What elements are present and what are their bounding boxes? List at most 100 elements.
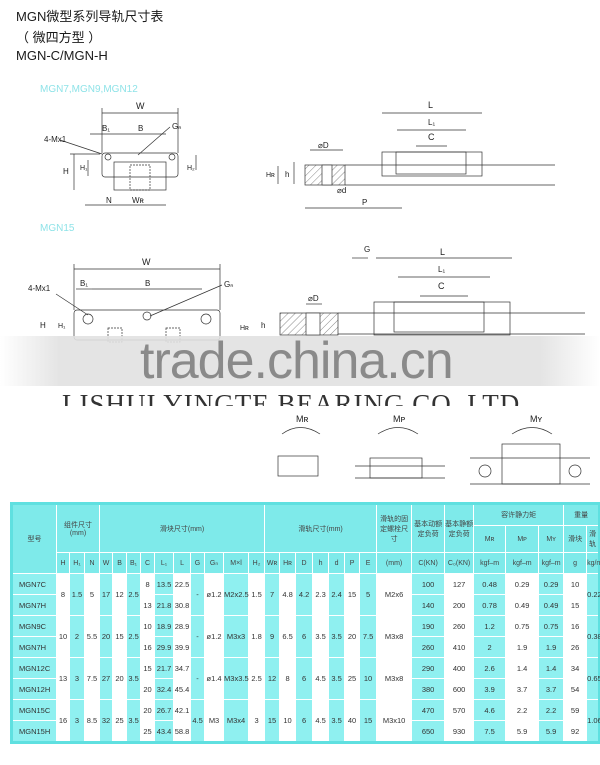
column-header: h	[312, 552, 330, 574]
label-C-large: C	[438, 281, 445, 291]
cell-Cd: 650	[411, 720, 446, 743]
cell-L: 45.4	[173, 678, 192, 700]
cell-bolt: M3x8	[376, 657, 413, 700]
model-cell: MGN15C	[11, 699, 57, 721]
cell-Gn: ø1.2	[204, 573, 225, 616]
cell-L: 22.5	[173, 573, 192, 595]
label-d: ⌀d	[337, 186, 346, 195]
cell-Cd: 100	[411, 573, 446, 595]
cell-L1: 26.7	[154, 699, 175, 721]
cell-C: 16	[140, 636, 156, 658]
label-B: B	[138, 124, 143, 133]
spec-table: 型号组件尺寸 (mm)滑块尺寸(mm)滑轨尺寸(mm)滑轨的固定螺栓尺寸基本动额…	[10, 502, 600, 744]
cell-rail-weight: 0.22	[586, 573, 600, 616]
cell-MY: 0.49	[538, 594, 565, 616]
cell-P: 20	[344, 615, 361, 658]
header-moment-1: Mᴘ	[505, 525, 540, 553]
label-H1-large: H₁	[58, 323, 66, 330]
cell-B: 25	[112, 699, 128, 743]
column-header: C(KN)	[411, 552, 446, 574]
cell-g: 16	[563, 615, 588, 637]
cell-H: 8	[56, 573, 70, 616]
cell-MY: 3.7	[538, 678, 565, 700]
cell-G: -	[190, 615, 206, 658]
cell-H2: 2.5	[248, 657, 266, 700]
cell-L: 39.9	[173, 636, 192, 658]
cell-MY: 0.75	[538, 615, 565, 637]
cell-W: 20	[99, 615, 114, 658]
title-line-1: MGN微型系列导轨尺寸表	[16, 9, 164, 24]
cell-C0: 410	[444, 636, 475, 658]
cell-C: 15	[140, 657, 156, 679]
cell-B: 20	[112, 657, 128, 700]
label-HR-large: Hʀ	[240, 325, 249, 332]
cell-Cd: 190	[411, 615, 446, 637]
cell-D: 6	[295, 615, 314, 658]
column-header: Wʀ	[264, 552, 281, 574]
cell-Cd: 470	[411, 699, 446, 721]
cell-MP: 5.9	[505, 720, 540, 743]
label-L-large: L	[440, 247, 445, 257]
dimension-drawings: W B₁ B Gₙ 4-Mx1 H H₁ H₂ N Wʀ L L₁ C ⌀D ⌀…	[28, 100, 590, 485]
cell-g: 54	[563, 678, 588, 700]
cell-H1: 2	[69, 615, 85, 658]
cell-H: 16	[56, 699, 70, 743]
label-H-large: H	[40, 321, 46, 330]
cell-MP: 1.9	[505, 636, 540, 658]
column-header: P	[344, 552, 361, 574]
side-view-small: L L₁ C ⌀D ⌀d h Hʀ P	[266, 100, 555, 209]
cell-E: 15	[359, 699, 378, 743]
cell-h: 4.5	[312, 699, 330, 743]
front-view-large: W B₁ B Gₙ 4-Mx1 H H₁	[28, 257, 233, 343]
cell-rail-weight: 1.06	[586, 699, 600, 743]
label-D: ⌀D	[318, 141, 329, 150]
cell-WR: 7	[264, 573, 281, 616]
cell-L: 42.1	[173, 699, 192, 721]
cell-g: 34	[563, 657, 588, 679]
cell-W: 32	[99, 699, 114, 743]
cell-HR: 6.5	[279, 615, 297, 658]
label-P: P	[362, 198, 367, 207]
cell-D: 4.2	[295, 573, 314, 616]
label-L1: L₁	[428, 118, 435, 127]
cell-Mxl: M3x3.5	[223, 657, 250, 700]
cell-MP: 0.29	[505, 573, 540, 595]
cell-C: 25	[140, 720, 156, 743]
cell-C: 10	[140, 615, 156, 637]
cell-L: 30.8	[173, 594, 192, 616]
cell-W: 27	[99, 657, 114, 700]
cell-rail-weight: 0.38	[586, 615, 600, 658]
cell-MP: 0.75	[505, 615, 540, 637]
header-static-load: 基本静额定负荷	[444, 503, 475, 553]
cell-MP: 0.49	[505, 594, 540, 616]
cell-G: 4.5	[190, 699, 206, 743]
cell-C: 20	[140, 678, 156, 700]
cell-H1: 1.5	[69, 573, 85, 616]
label-HR: Hʀ	[266, 172, 275, 179]
header-assembly: 组件尺寸 (mm)	[55, 503, 101, 553]
cell-MR: 2.6	[473, 657, 507, 679]
cell-E: 5	[359, 573, 378, 616]
cell-L1: 21.7	[154, 657, 175, 679]
cell-Mxl: M3x3	[223, 615, 250, 658]
cell-MP: 1.4	[505, 657, 540, 679]
column-header: g	[563, 552, 588, 574]
label-L1-large: L₁	[438, 265, 445, 274]
header-rail-weight: 滑轨	[586, 525, 600, 553]
cell-H: 10	[56, 615, 70, 658]
column-header: d	[328, 552, 346, 574]
cell-Cd: 260	[411, 636, 446, 658]
cell-h: 4.5	[312, 657, 330, 700]
cell-H1: 3	[69, 657, 85, 700]
cell-C: 20	[140, 699, 156, 721]
column-header: W	[99, 552, 114, 574]
column-header: B₁	[126, 552, 142, 574]
cell-B1: 3.5	[126, 657, 142, 700]
cell-L: 28.9	[173, 615, 192, 637]
model-cell: MGN12H	[11, 678, 57, 700]
cell-H1: 3	[69, 699, 85, 743]
cell-C0: 400	[444, 657, 475, 679]
